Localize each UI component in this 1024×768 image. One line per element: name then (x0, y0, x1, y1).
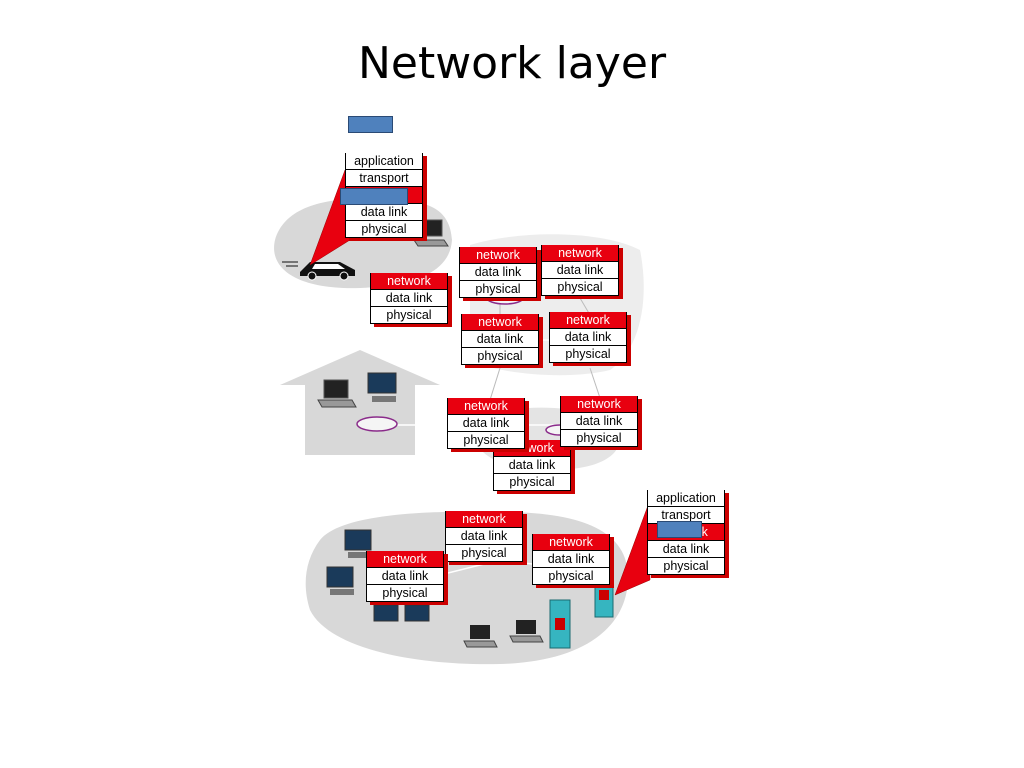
physical-layer: physical (445, 545, 523, 562)
laptop-icon (463, 625, 498, 648)
data-link-layer: data link (447, 415, 525, 432)
data-link-layer: data link (560, 413, 638, 430)
network-layer: network (445, 511, 523, 528)
router-protocol-stack: network data link physical (549, 312, 631, 366)
network-layer: network (447, 398, 525, 415)
data-link-layer: data link (493, 457, 571, 474)
router-protocol-stack: network data link physical (445, 511, 527, 565)
network-layer: network (459, 247, 537, 264)
physical-layer: physical (541, 279, 619, 296)
router-protocol-stack: network data link physical (447, 398, 529, 452)
data-link-layer: data link (459, 264, 537, 281)
physical-layer: physical (560, 430, 638, 447)
application-layer: application (647, 490, 725, 507)
desktop-icon (344, 529, 372, 558)
physical-layer: physical (370, 307, 448, 324)
physical-layer: physical (366, 585, 444, 602)
network-layer: network (541, 245, 619, 262)
physical-layer: physical (532, 568, 610, 585)
network-layer: network (532, 534, 610, 551)
datagram-packet (348, 116, 393, 133)
data-link-layer: data link (461, 331, 539, 348)
network-layer: network (366, 551, 444, 568)
network-layer: network (461, 314, 539, 331)
callout-pointer (614, 499, 651, 596)
network-layer: network (370, 273, 448, 290)
slide-title: Network layer (357, 38, 667, 89)
router-protocol-stack: network data link physical (541, 245, 623, 299)
router-icon (356, 416, 398, 432)
data-link-layer: data link (532, 551, 610, 568)
car-icon (282, 261, 355, 281)
laptop-icon (509, 620, 544, 643)
data-link-layer: data link (549, 329, 627, 346)
router-protocol-stack: network data link physical (370, 273, 452, 327)
data-link-layer: data link (345, 204, 423, 221)
physical-layer: physical (447, 432, 525, 449)
router-protocol-stack: network data link physical (366, 551, 448, 605)
data-link-layer: data link (541, 262, 619, 279)
router-protocol-stack: network data link physical (459, 247, 541, 301)
physical-layer: physical (493, 474, 571, 491)
server-icon (549, 599, 571, 649)
router-protocol-stack: network data link physical (532, 534, 614, 588)
data-link-layer: data link (647, 541, 725, 558)
network-layer: network (560, 396, 638, 413)
data-link-layer: data link (370, 290, 448, 307)
datagram-packet (340, 188, 408, 205)
desktop-icon (326, 566, 354, 595)
data-link-layer: data link (366, 568, 444, 585)
router-protocol-stack: network data link physical (461, 314, 543, 368)
physical-layer: physical (647, 558, 725, 575)
physical-layer: physical (549, 346, 627, 363)
datagram-packet (657, 521, 702, 538)
transport-layer: transport (647, 507, 725, 524)
host-protocol-stack: application transport network data link … (647, 490, 729, 578)
physical-layer: physical (345, 221, 423, 238)
physical-layer: physical (459, 281, 537, 298)
desktop-icon (367, 372, 397, 402)
transport-layer: transport (345, 170, 423, 187)
laptop-icon (317, 379, 357, 408)
network-layer: network (549, 312, 627, 329)
home-network-region (280, 350, 440, 455)
desktop-icon (373, 604, 430, 622)
data-link-layer: data link (445, 528, 523, 545)
router-protocol-stack: network data link physical (560, 396, 642, 450)
application-layer: application (345, 153, 423, 170)
physical-layer: physical (461, 348, 539, 365)
